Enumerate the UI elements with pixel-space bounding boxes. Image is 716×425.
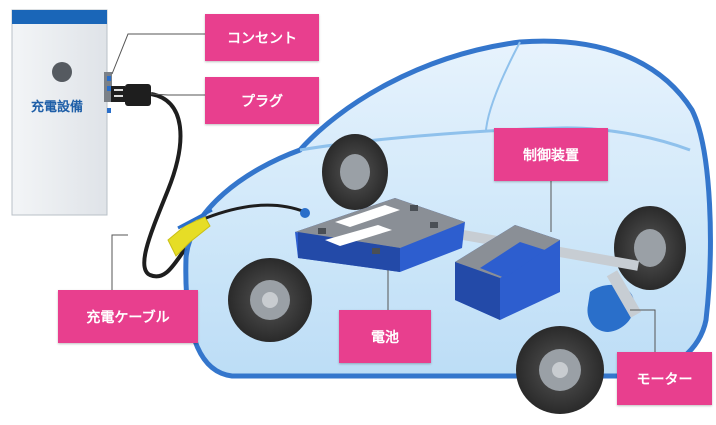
station-label: 充電設備 — [30, 100, 83, 115]
station-indicator-icon — [52, 62, 72, 82]
battery-pack-icon — [295, 198, 465, 272]
wheel-rear-near — [228, 258, 312, 342]
motor-icon — [587, 270, 642, 332]
callout-plug: プラグ — [205, 77, 319, 124]
car-connector-icon — [167, 208, 213, 257]
wheel-front-near — [516, 326, 604, 414]
callout-charging-cable: 充電ケーブル — [58, 290, 198, 343]
charging-station — [11, 9, 188, 279]
leader-lines — [111, 33, 656, 352]
callout-outlet: コンセント — [205, 14, 319, 61]
car — [167, 38, 713, 414]
callout-control-unit: 制御装置 — [494, 128, 608, 181]
callout-motor: モーター — [617, 352, 712, 405]
plug-icon — [111, 84, 151, 106]
wheel-rear-far — [322, 134, 388, 210]
wheel-front-far — [614, 206, 686, 290]
control-unit-icon — [455, 225, 560, 320]
cable-line — [142, 92, 188, 279]
battery-terminal-icon — [300, 208, 310, 218]
callout-battery: 電池 — [339, 310, 431, 363]
